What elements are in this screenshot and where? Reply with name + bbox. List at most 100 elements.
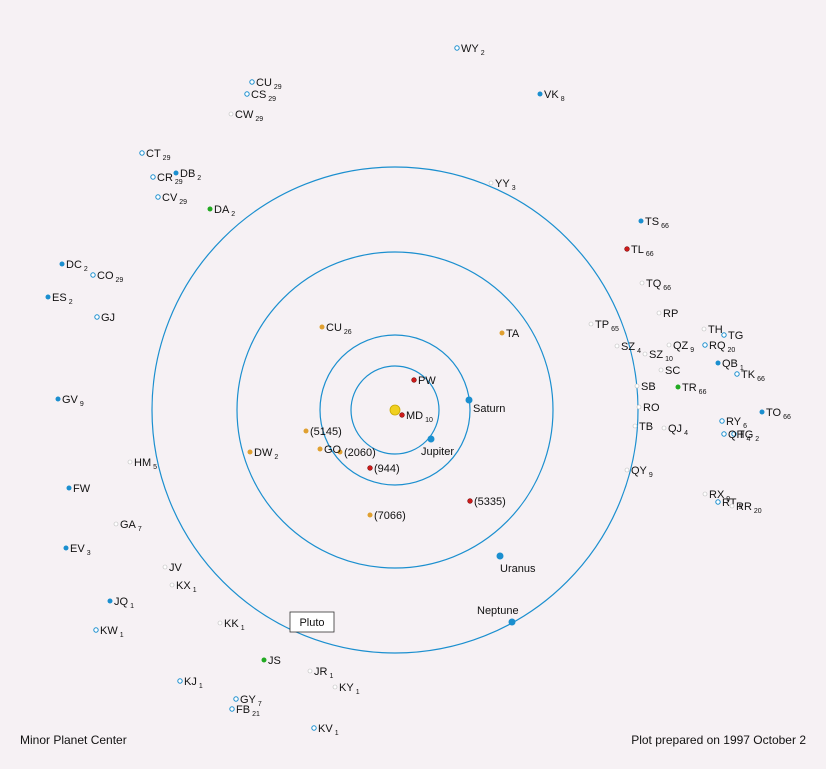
object-marker	[734, 371, 740, 377]
object-rp: RP	[656, 308, 678, 320]
object-marker	[488, 180, 494, 186]
object-marker	[63, 545, 69, 551]
planet-dot	[465, 396, 473, 404]
object-th: TH	[701, 324, 723, 336]
object-marker	[155, 194, 161, 200]
object-marker	[59, 261, 65, 267]
pluto-label-box	[289, 611, 335, 633]
object-marker	[638, 218, 644, 224]
object-marker	[162, 564, 168, 570]
object-label: SC	[665, 365, 680, 377]
planet-label: Pluto	[299, 617, 324, 629]
planet-dot	[508, 618, 516, 626]
orbit-ring-2	[319, 334, 471, 486]
object-marker	[319, 324, 325, 330]
object-marker	[721, 332, 727, 338]
object-5145: (5145)	[303, 426, 342, 438]
object-marker	[337, 449, 343, 455]
object-go: GO	[317, 444, 342, 456]
object-marker	[244, 91, 250, 97]
planet-neptune: Neptune	[477, 605, 519, 626]
object-marker	[311, 725, 317, 731]
object-marker	[45, 294, 51, 300]
object-marker	[636, 404, 642, 410]
object-label: JV	[169, 562, 183, 574]
object-label: PW	[418, 375, 436, 387]
object-gj: GJ	[94, 312, 115, 324]
object-label: RO	[643, 402, 660, 414]
object-label: TA	[506, 328, 520, 340]
object-marker	[702, 342, 708, 348]
planet-label: Neptune	[477, 605, 519, 617]
object-label: (944)	[374, 463, 400, 475]
object-marker	[332, 684, 338, 690]
object-label: (7066)	[374, 510, 406, 522]
object-marker	[624, 246, 630, 252]
object-marker	[173, 170, 179, 176]
object-marker	[702, 491, 708, 497]
object-label: (2060)	[344, 447, 376, 459]
object-tb: TB	[632, 421, 653, 433]
object-marker	[701, 326, 707, 332]
object-label: TB	[639, 421, 653, 433]
object-marker	[624, 467, 630, 473]
object-marker	[367, 465, 373, 471]
object-marker	[666, 342, 672, 348]
object-marker	[139, 150, 145, 156]
object-pw: PW	[411, 375, 436, 387]
footer-date: Plot prepared on 1997 October 2	[631, 733, 806, 747]
object-marker	[731, 431, 737, 437]
planet-label: Saturn	[473, 403, 505, 415]
object-marker	[719, 418, 725, 424]
object-marker	[614, 343, 620, 349]
object-marker	[632, 423, 638, 429]
object-marker	[467, 498, 473, 504]
